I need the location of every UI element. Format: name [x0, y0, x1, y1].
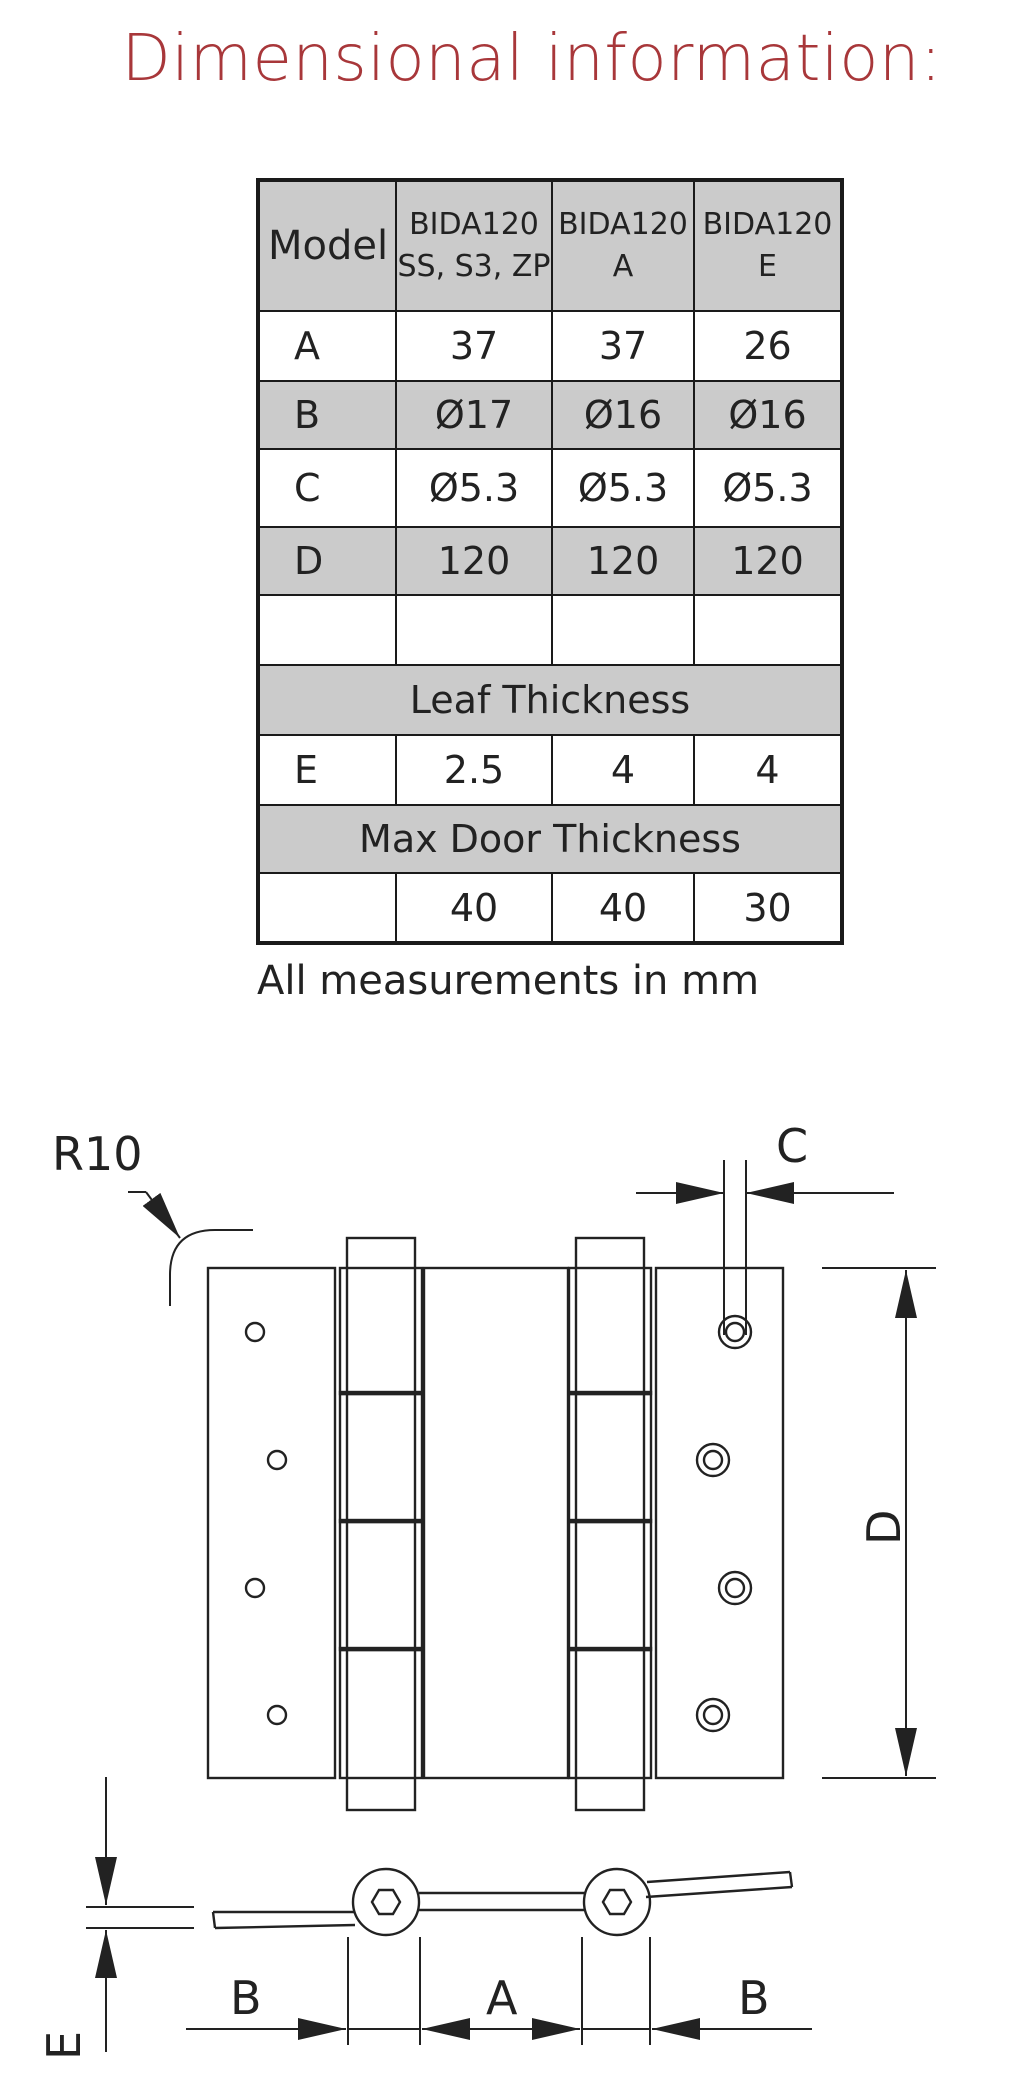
table-cell: 30 [693, 872, 843, 944]
row-label: E [257, 734, 397, 806]
left-leaf [206, 1266, 337, 1780]
table-row: A 37 37 26 [257, 310, 843, 382]
table-row: 40 40 30 [257, 872, 843, 944]
table-cell: 4 [693, 734, 843, 806]
row-label: C [257, 448, 397, 528]
leaf-thickness-header: Leaf Thickness [257, 664, 843, 736]
screw-hole [266, 1449, 288, 1471]
row-label: A [257, 310, 397, 382]
screw-hole [244, 1321, 266, 1343]
row-label: B [257, 380, 397, 450]
screw-hole [266, 1704, 288, 1726]
radius-label: R10 [52, 1127, 143, 1181]
table-row-empty [257, 594, 843, 666]
table-cell: 37 [551, 310, 695, 382]
table-row: B Ø17 Ø16 Ø16 [257, 380, 843, 450]
row-label [257, 872, 397, 944]
dimension-c [636, 1160, 894, 1335]
left-knuckle-segments [338, 1266, 424, 1780]
table-cell: Ø16 [551, 380, 695, 450]
dimension-d [822, 1267, 936, 1779]
countersunk-hole [695, 1442, 731, 1478]
table-cell: Ø16 [693, 380, 843, 450]
dimension-b-right-label: B [738, 1971, 770, 2025]
countersunk-hole [695, 1697, 731, 1733]
right-leaf [654, 1266, 785, 1780]
table-cell: Ø5.3 [551, 448, 695, 528]
table-cell: 26 [693, 310, 843, 382]
right-pin-profile [582, 1867, 652, 1937]
row-label: D [257, 526, 397, 596]
hinge-technical-drawing: R10 C D E [37, 1119, 936, 2060]
hex-socket-icon [601, 1888, 633, 1916]
table-cell: Ø5.3 [395, 448, 553, 528]
model-header: Model [257, 179, 397, 312]
left-pin-profile [351, 1867, 421, 1937]
table-row: E 2.5 4 4 [257, 734, 843, 806]
screw-hole [244, 1577, 266, 1599]
table-row: C Ø5.3 Ø5.3 Ø5.3 [257, 448, 843, 528]
table-cell: 120 [551, 526, 695, 596]
left-knuckle [345, 1236, 417, 1812]
hinge-front-view [206, 1236, 785, 1812]
measurement-note: All measurements in mm [257, 958, 760, 1004]
table-cell: Ø17 [395, 380, 553, 450]
dimension-e-label: E [37, 2031, 91, 2060]
table-row: D 120 120 120 [257, 526, 843, 596]
table-cell: 120 [395, 526, 553, 596]
dimension-c-label: C [776, 1119, 808, 1173]
dimension-d-label: D [857, 1510, 911, 1545]
table-cell: 4 [551, 734, 695, 806]
page-title: Dimensional information: [121, 22, 942, 96]
table-cell: 40 [551, 872, 695, 944]
right-knuckle [574, 1236, 646, 1812]
leaf-thickness-header-row: Leaf Thickness [257, 664, 843, 736]
table-cell: 37 [395, 310, 553, 382]
table-cell: 2.5 [395, 734, 553, 806]
table-cell: Ø5.3 [693, 448, 843, 528]
radius-callout [128, 1191, 253, 1306]
hex-socket-icon [370, 1888, 402, 1916]
max-door-thickness-header: Max Door Thickness [257, 804, 843, 874]
center-leaf [422, 1266, 570, 1780]
dimension-a-b [186, 1937, 812, 2045]
countersunk-hole [717, 1314, 753, 1350]
table-cell: 40 [395, 872, 553, 944]
countersunk-hole [717, 1570, 753, 1606]
right-knuckle-segments [567, 1266, 653, 1780]
hinge-profile-view [211, 1867, 794, 1937]
dimension-a-label: A [486, 1971, 518, 2025]
max-door-thickness-header-row: Max Door Thickness [257, 804, 843, 874]
dimension-e [86, 1777, 194, 2052]
table-cell: 120 [693, 526, 843, 596]
dimension-b-left-label: B [230, 1971, 262, 2025]
